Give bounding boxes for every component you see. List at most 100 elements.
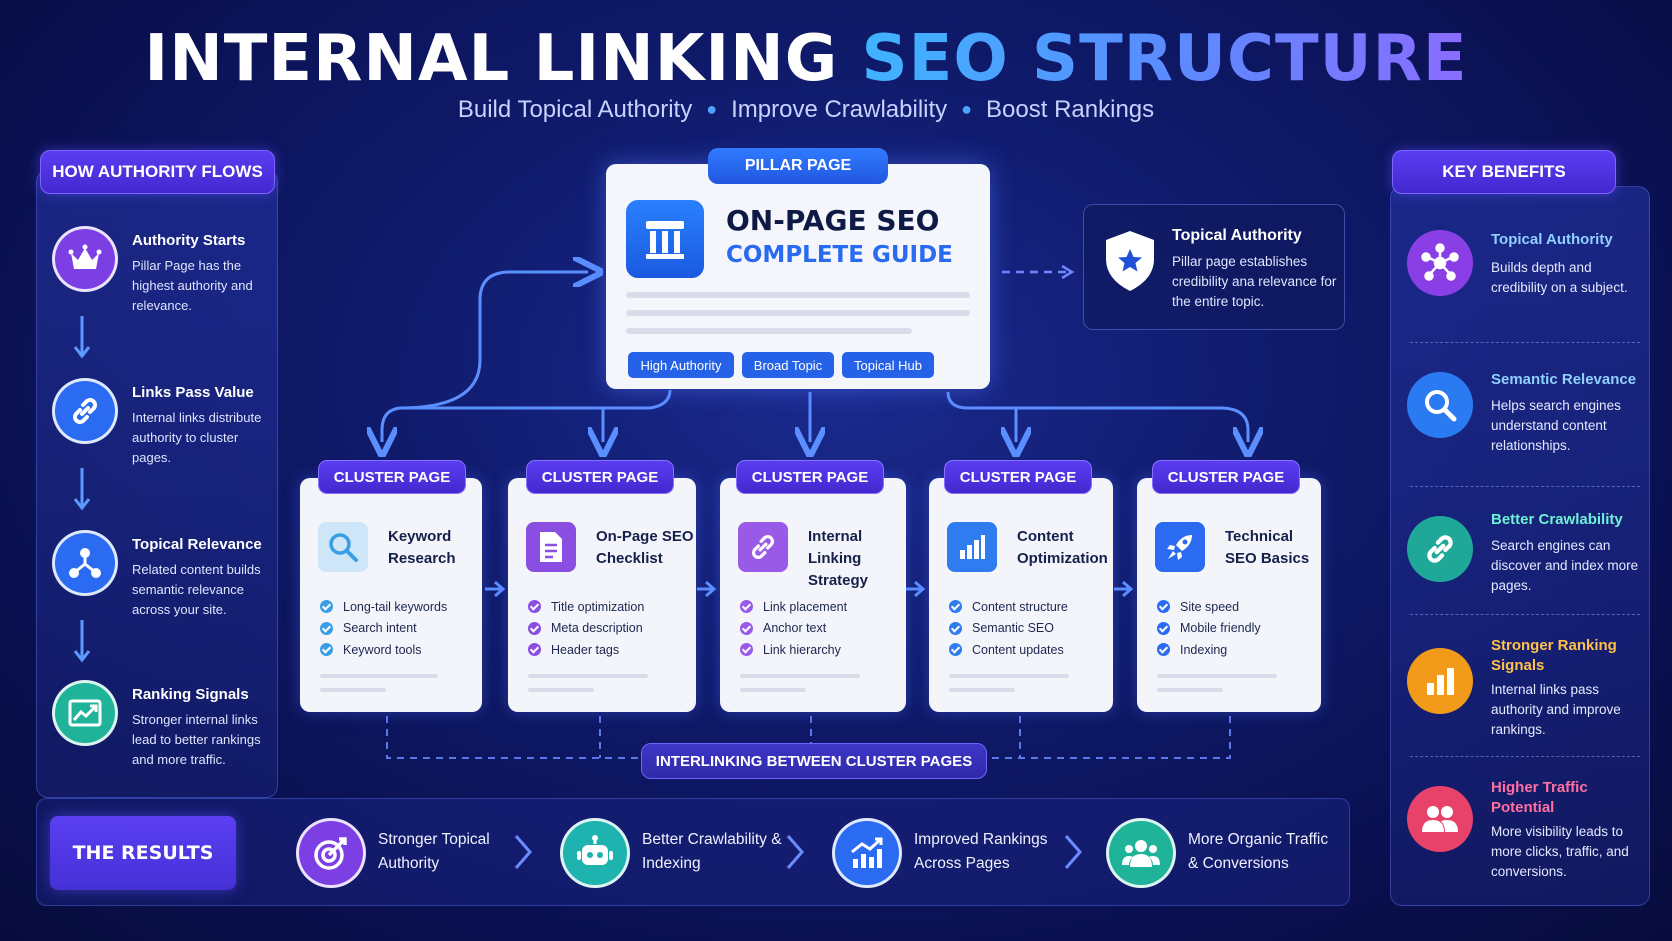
- check-icon: [740, 643, 753, 657]
- divider: [1410, 614, 1640, 615]
- placeholder-line: [528, 674, 648, 678]
- check-icon: [1157, 643, 1170, 657]
- checklist-item: Anchor text: [740, 618, 847, 640]
- topical-authority-desc: Pillar page establishes credibility ana …: [1172, 254, 1337, 309]
- document-icon: [526, 522, 576, 572]
- flow-title: Links Pass Value: [132, 384, 254, 401]
- pillar-title: ON-PAGE SEO: [726, 204, 940, 237]
- growth-chart-icon: [832, 818, 902, 888]
- flow-title: Authority Starts: [132, 232, 246, 249]
- checklist-item: Link placement: [740, 596, 847, 618]
- check-icon: [1157, 600, 1170, 614]
- result-text: More Organic Traffic & Conversions: [1188, 831, 1329, 872]
- bar-chart-icon: [1407, 648, 1473, 714]
- network-icon: [52, 530, 118, 596]
- benefit-title: Stronger Ranking Signals: [1491, 637, 1617, 674]
- cluster-tag: CLUSTER PAGE: [1152, 460, 1300, 494]
- cluster-tag: CLUSTER PAGE: [944, 460, 1092, 494]
- flow-item-links-pass-value: Links Pass Value Internal links distribu…: [50, 378, 280, 465]
- divider: [1410, 486, 1640, 487]
- checklist-item: Content updates: [949, 639, 1068, 661]
- flow-item-ranking-signals: Ranking Signals Stronger internal links …: [50, 680, 280, 767]
- cluster-title: Keyword Research: [388, 528, 456, 567]
- checklist-item: Mobile friendly: [1157, 618, 1261, 640]
- benefit-desc: More visibility leads to more clicks, tr…: [1491, 824, 1629, 879]
- cluster-tag: CLUSTER PAGE: [318, 460, 466, 494]
- search-icon: [1407, 372, 1473, 438]
- cluster-checklist: Long-tail keywords Search intent Keyword…: [320, 596, 447, 661]
- flow-desc: Pillar Page has the highest authority an…: [132, 258, 253, 313]
- benefit-title: Higher Traffic Potential: [1491, 779, 1588, 816]
- checklist-item: Link hierarchy: [740, 639, 847, 661]
- benefit-desc: Helps search engines understand content …: [1491, 398, 1621, 453]
- pillar-pill: Broad Topic: [742, 352, 834, 378]
- placeholder-line: [949, 674, 1069, 678]
- bullet-dot: ●: [961, 99, 973, 119]
- link-icon: [1407, 516, 1473, 582]
- result-text: Stronger Topical Authority: [378, 831, 490, 872]
- check-icon: [1157, 621, 1170, 635]
- placeholder-line: [949, 688, 1015, 692]
- users-icon: [1106, 818, 1176, 888]
- benefit-desc: Builds depth and credibility on a subjec…: [1491, 260, 1628, 295]
- benefit-title: Better Crawlability: [1491, 511, 1623, 528]
- checklist-item: Content structure: [949, 596, 1068, 618]
- checklist-item: Site speed: [1157, 596, 1261, 618]
- down-arrow-icon: [73, 468, 91, 511]
- down-arrow-icon: [73, 316, 91, 359]
- benefit-topical-authority: Topical Authority Builds depth and credi…: [1405, 230, 1645, 310]
- placeholder-line: [740, 674, 860, 678]
- placeholder-line: [626, 310, 970, 316]
- checklist-item: Meta description: [528, 618, 644, 640]
- flow-item-topical-relevance: Topical Relevance Related content builds…: [50, 530, 280, 617]
- cluster-checklist: Content structure Semantic SEO Content u…: [949, 596, 1068, 661]
- chevron-right-icon: [786, 835, 804, 869]
- cluster-title: Technical SEO Basics: [1225, 528, 1310, 567]
- check-icon: [528, 600, 541, 614]
- subtitle: Build Topical Authority●Improve Crawlabi…: [0, 96, 1612, 124]
- key-benefits-header: KEY BENEFITS: [1392, 150, 1616, 194]
- cluster-title: Content Optimization: [1017, 528, 1108, 567]
- cluster-card-on-page-seo-checklist: On-Page SEO Checklist Title optimization…: [508, 478, 696, 712]
- cluster-title: On-Page SEO Checklist: [596, 528, 694, 567]
- checklist-item: Indexing: [1157, 639, 1261, 661]
- checklist-item: Semantic SEO: [949, 618, 1068, 640]
- trend-icon: [52, 680, 118, 746]
- users-icon: [1407, 786, 1473, 852]
- results-label: THE RESULTS: [50, 816, 236, 890]
- flow-item-authority-starts: Authority Starts Pillar Page has the hig…: [50, 226, 280, 313]
- pillar-building-icon: [626, 200, 704, 278]
- check-icon: [740, 621, 753, 635]
- page-title: INTERNAL LINKING SEO STRUCTURE: [0, 22, 1612, 96]
- pillar-pill: Topical Hub: [842, 352, 934, 378]
- placeholder-line: [740, 688, 806, 692]
- placeholder-line: [528, 688, 594, 692]
- flow-title: Ranking Signals: [132, 686, 249, 703]
- benefit-higher-traffic-potential: Higher Traffic Potential More visibility…: [1405, 778, 1645, 888]
- cluster-card-technical-seo-basics: Technical SEO Basics Site speed Mobile f…: [1137, 478, 1321, 712]
- cluster-checklist: Site speed Mobile friendly Indexing: [1157, 596, 1261, 661]
- result-text: Improved Rankings Across Pages: [914, 831, 1048, 872]
- placeholder-line: [626, 292, 970, 298]
- interlinking-label: INTERLINKING BETWEEN CLUSTER PAGES: [641, 743, 987, 779]
- divider: [1410, 756, 1640, 757]
- bar-chart-icon: [947, 522, 997, 572]
- pillar-subtitle: COMPLETE GUIDE: [726, 242, 953, 268]
- check-icon: [528, 643, 541, 657]
- chevron-right-icon: [514, 835, 532, 869]
- benefit-semantic-relevance: Semantic Relevance Helps search engines …: [1405, 370, 1645, 460]
- flow-desc: Stronger internal links lead to better r…: [132, 712, 261, 767]
- cluster-title: Internal Linking Strategy: [808, 528, 869, 589]
- crown-icon: [52, 226, 118, 292]
- check-icon: [949, 643, 962, 657]
- chevron-right-icon: [1064, 835, 1082, 869]
- checklist-item: Keyword tools: [320, 639, 447, 661]
- hub-icon: [1407, 230, 1473, 296]
- title-part-white: INTERNAL LINKING: [144, 22, 839, 96]
- benefit-title: Topical Authority: [1491, 231, 1613, 248]
- benefit-desc: Search engines can discover and index mo…: [1491, 538, 1639, 593]
- benefit-stronger-ranking-signals: Stronger Ranking Signals Internal links …: [1405, 636, 1645, 746]
- flow-desc: Internal links distribute authority to c…: [132, 410, 262, 465]
- shield-star-icon: [1106, 231, 1154, 291]
- cluster-checklist: Title optimization Meta description Head…: [528, 596, 644, 661]
